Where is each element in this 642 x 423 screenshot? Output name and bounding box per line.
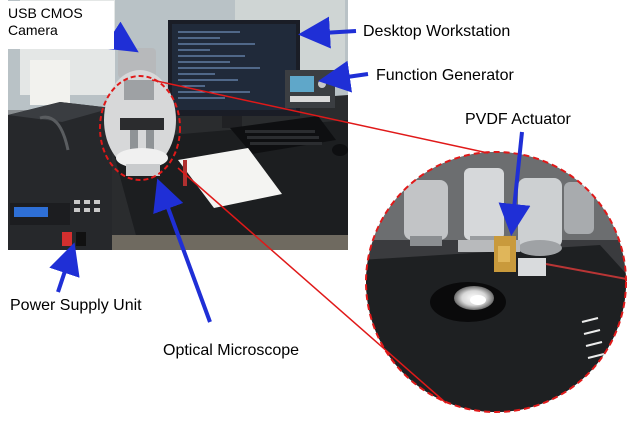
- desktop-workstation-label: Desktop Workstation: [363, 23, 511, 40]
- white-paper: [178, 148, 282, 208]
- keyboard: [230, 116, 348, 156]
- usb-camera-label-line2: Camera: [8, 22, 58, 38]
- microscope-device: [104, 70, 176, 176]
- power-supply-unit-label: Power Supply Unit: [10, 297, 142, 314]
- optical-microscope-label: Optical Microscope: [163, 342, 300, 359]
- arrow-desktop-workstation: [298, 16, 357, 49]
- arrow-optical-microscope: [153, 178, 212, 323]
- desktop-monitor: [168, 20, 300, 128]
- arrow-pvdf-actuator: [498, 131, 531, 236]
- zoom-inset-photo: [366, 152, 626, 412]
- function-generator-label: Function Generator: [376, 67, 514, 84]
- usb-camera-label: USB CMOS Camera: [2, 1, 114, 49]
- power-supply-device: [8, 102, 112, 250]
- pvdf-actuator-label: PVDF Actuator: [465, 111, 571, 128]
- function-generator-device: [285, 70, 335, 108]
- zoom-line-top: [151, 79, 489, 154]
- zoom-circle: [365, 151, 627, 413]
- arrow-power-supply: [49, 242, 80, 293]
- pvdf-actuator-photo: [458, 236, 626, 281]
- zoom-line-bottom: [177, 167, 447, 404]
- microscope-highlight-circle: [99, 75, 181, 181]
- usb-camera-label-line1: USB CMOS: [8, 5, 83, 21]
- arrow-function-generator: [318, 60, 369, 93]
